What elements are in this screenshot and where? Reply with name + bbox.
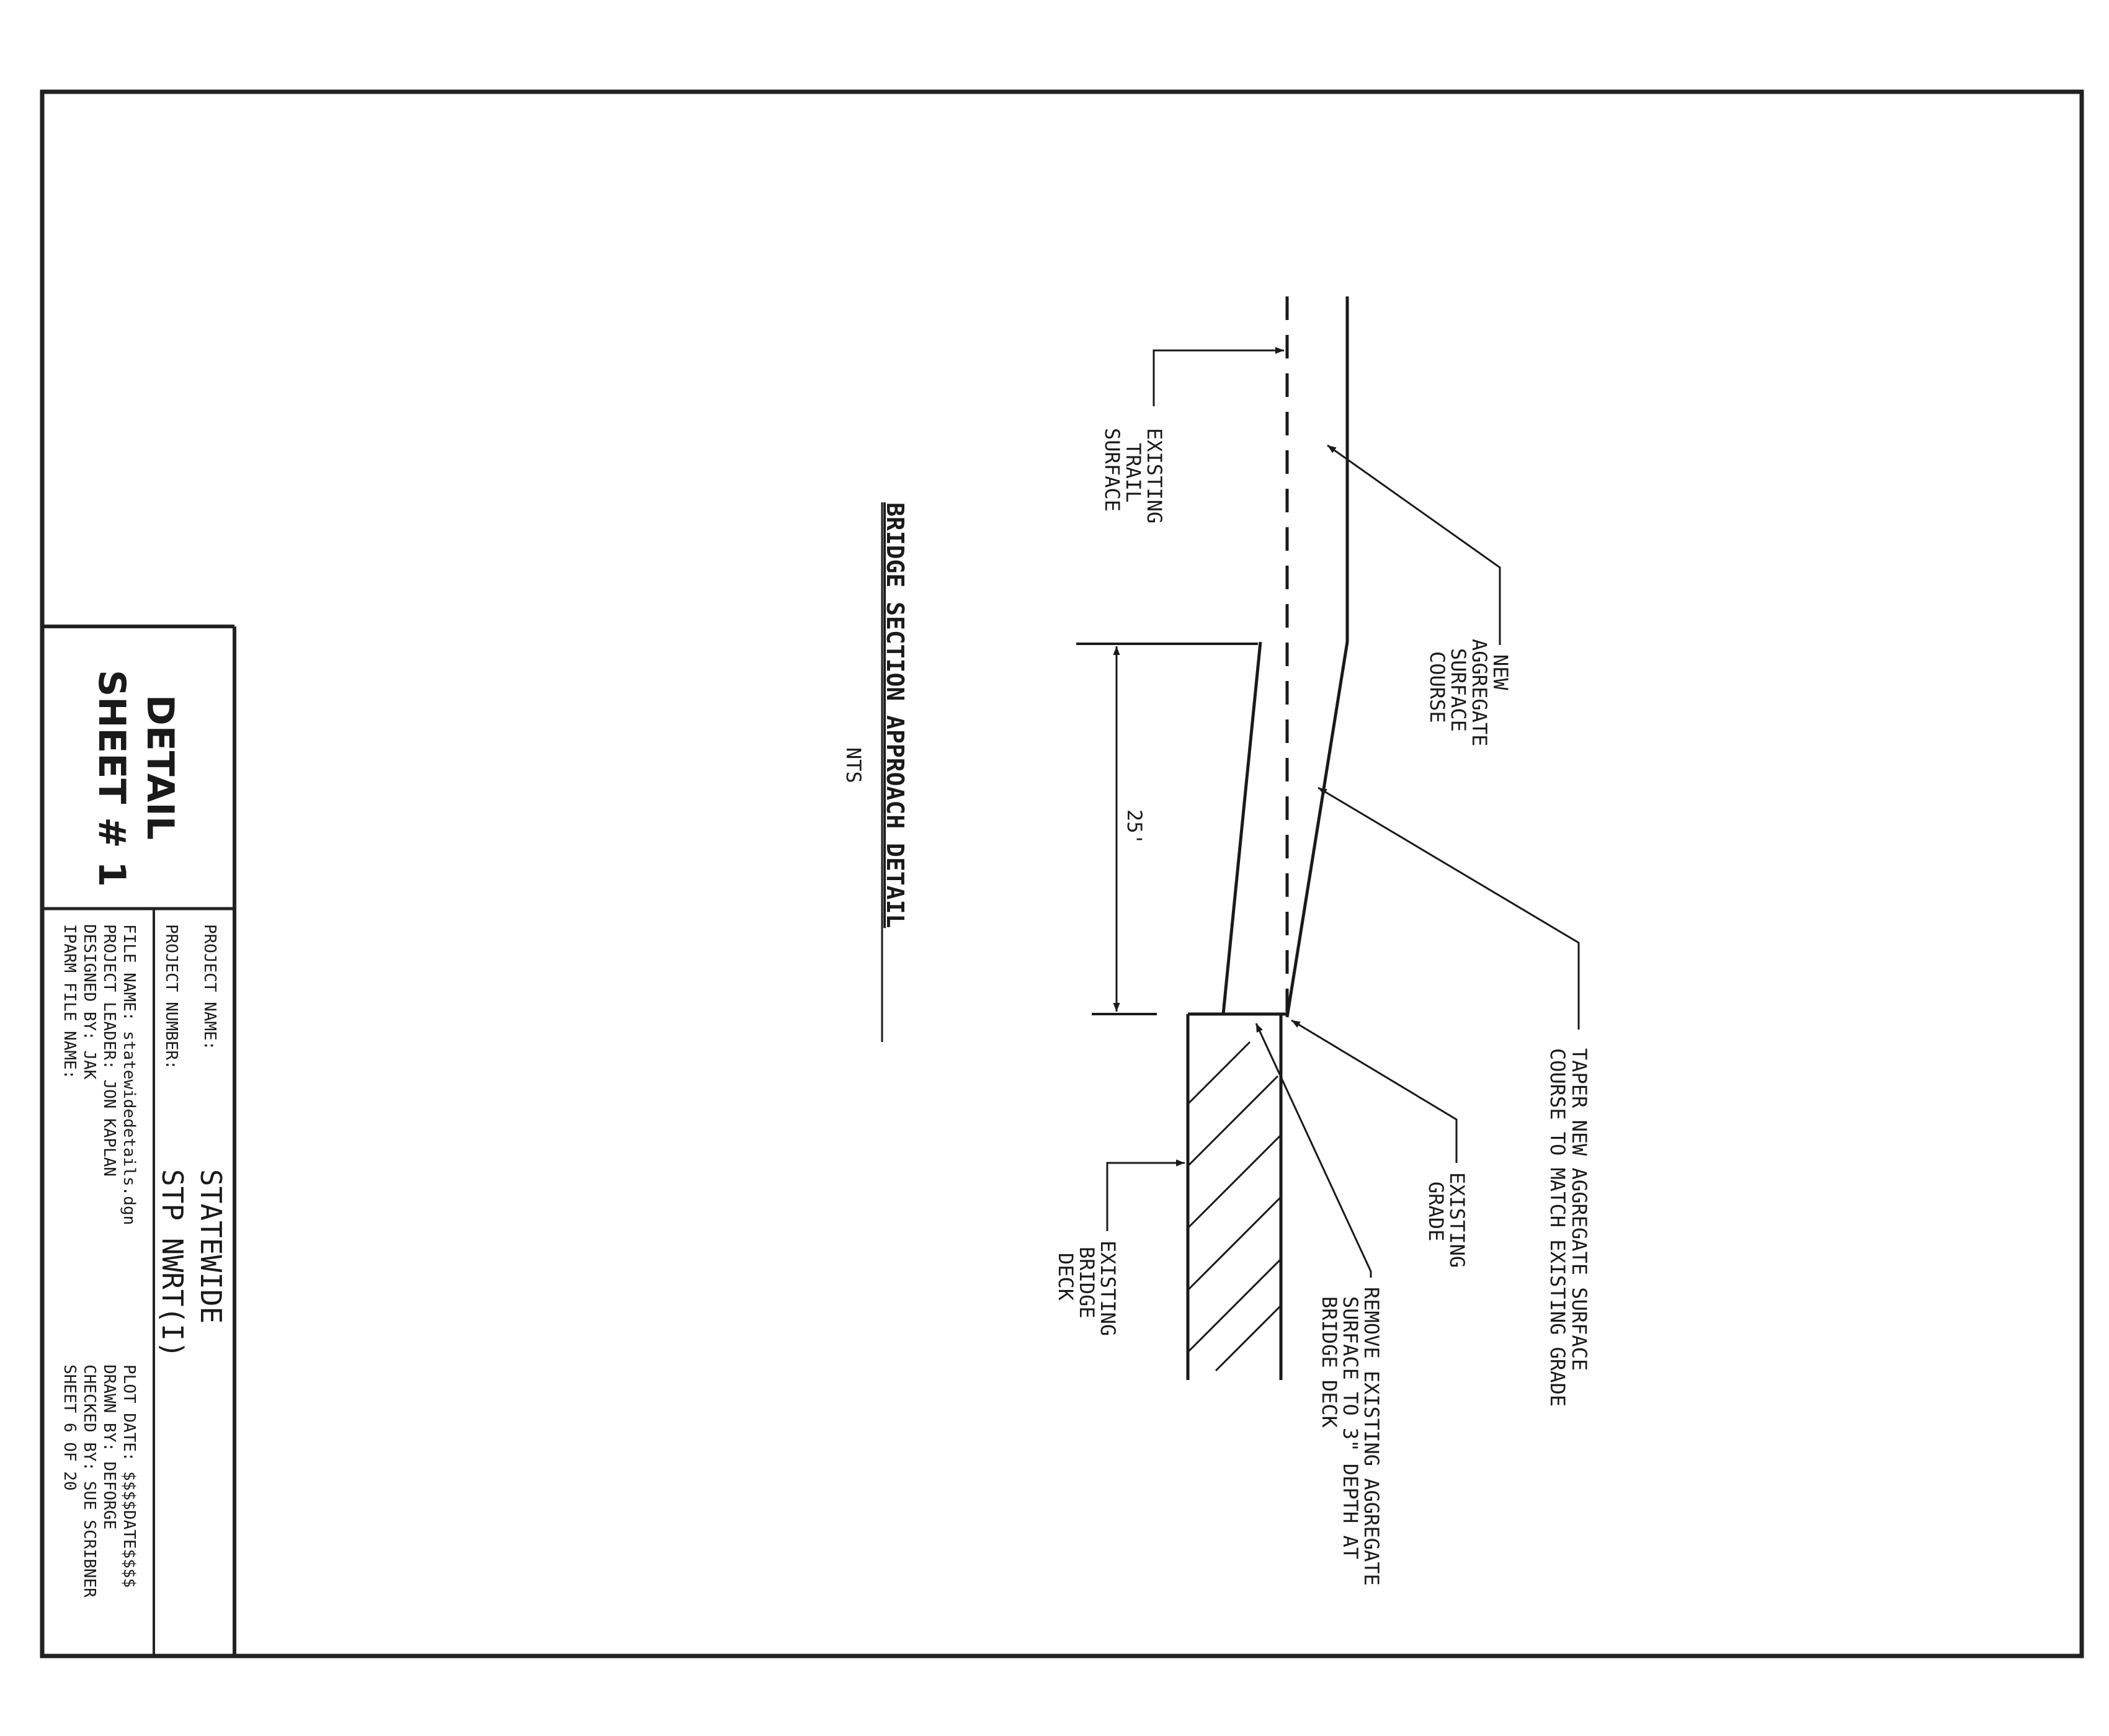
iparm-file-name: IPARM FILE NAME:: [60, 924, 79, 1079]
svg-text:SURFACE: SURFACE: [1100, 428, 1124, 512]
file-name: FILE NAME: statewidedetails.dgn: [120, 924, 138, 1225]
svg-text:DECK: DECK: [1054, 1253, 1077, 1301]
sheet-number: SHEET # 1: [90, 670, 133, 887]
svg-text:BRIDGE DECK: BRIDGE DECK: [1318, 1296, 1341, 1428]
sheet-border: [40, 89, 2084, 1658]
label-existing-bridge-deck: EXISTING BRIDGE DECK: [1054, 1240, 1120, 1336]
new-aggregate-surface-line: [1285, 296, 1349, 1018]
label-existing-trail-surface: EXISTING TRAIL SURFACE: [1100, 428, 1166, 523]
svg-text:SURFACE: SURFACE: [1447, 648, 1470, 732]
project-leader: PROJECT LEADER: JON KAPLAN: [100, 924, 118, 1177]
drawn-by: DRAWN BY: DEFORGE: [100, 1364, 118, 1529]
drawing-title: BRIDGE SECTION APPROACH DETAIL: [881, 502, 909, 928]
sheet-of: SHEET 6 OF 20: [60, 1364, 79, 1491]
svg-text:NEW: NEW: [1489, 654, 1512, 691]
project-number-label: PROJECT NUMBER:: [162, 924, 181, 1070]
designed-by: DESIGNED BY: JAK: [80, 924, 99, 1080]
svg-text:EXISTING: EXISTING: [1143, 428, 1166, 523]
label-existing-grade: EXISTING GRADE: [1424, 1172, 1469, 1268]
svg-text:COURSE TO MATCH EXISTING GRADE: COURSE TO MATCH EXISTING GRADE: [1546, 1048, 1569, 1407]
project-number-value: STP NWRT(I): [156, 1169, 189, 1358]
project-name-value: STATEWIDE: [194, 1169, 228, 1324]
svg-text:GRADE: GRADE: [1424, 1182, 1448, 1241]
title-block: DETAIL SHEET # 1 PROJECT NAME: STATEWIDE…: [42, 625, 236, 1656]
svg-text:SURFACE TO 3" DEPTH AT: SURFACE TO 3" DEPTH AT: [1339, 1296, 1362, 1559]
bridge-deck-hatching: [1187, 1041, 1282, 1372]
svg-text:REMOVE EXISTING AGGREGATE: REMOVE EXISTING AGGREGATE: [1360, 1287, 1383, 1586]
checked-by: CHECKED BY: SUE SCRIBNER: [80, 1364, 99, 1598]
label-remove-existing-aggregate: REMOVE EXISTING AGGREGATE SURFACE TO 3" …: [1318, 1287, 1383, 1586]
project-name-label: PROJECT NAME:: [200, 924, 219, 1051]
detail-heading: DETAIL: [138, 695, 182, 840]
plot-date: PLOT DATE: $$$$DATE$$$$: [120, 1364, 138, 1588]
label-new-aggregate-surface-course: NEW AGGREGATE SURFACE COURSE: [1425, 639, 1512, 746]
svg-text:COURSE: COURSE: [1425, 651, 1449, 723]
svg-text:TRAIL: TRAIL: [1121, 443, 1145, 502]
svg-text:BRIDGE: BRIDGE: [1075, 1247, 1099, 1319]
taper-line: [1221, 641, 1262, 1015]
svg-text:TAPER NEW AGGREGATE SURFACE: TAPER NEW AGGREGATE SURFACE: [1567, 1048, 1591, 1371]
dimension-25ft: 25': [1123, 809, 1146, 845]
svg-text:AGGREGATE: AGGREGATE: [1468, 639, 1491, 746]
svg-text:EXISTING: EXISTING: [1096, 1240, 1120, 1336]
scale-note: NTS: [842, 747, 865, 783]
label-taper-note: TAPER NEW AGGREGATE SURFACE COURSE TO MA…: [1546, 1048, 1591, 1407]
svg-text:EXISTING: EXISTING: [1445, 1172, 1469, 1268]
leaders: [1106, 347, 1580, 1278]
